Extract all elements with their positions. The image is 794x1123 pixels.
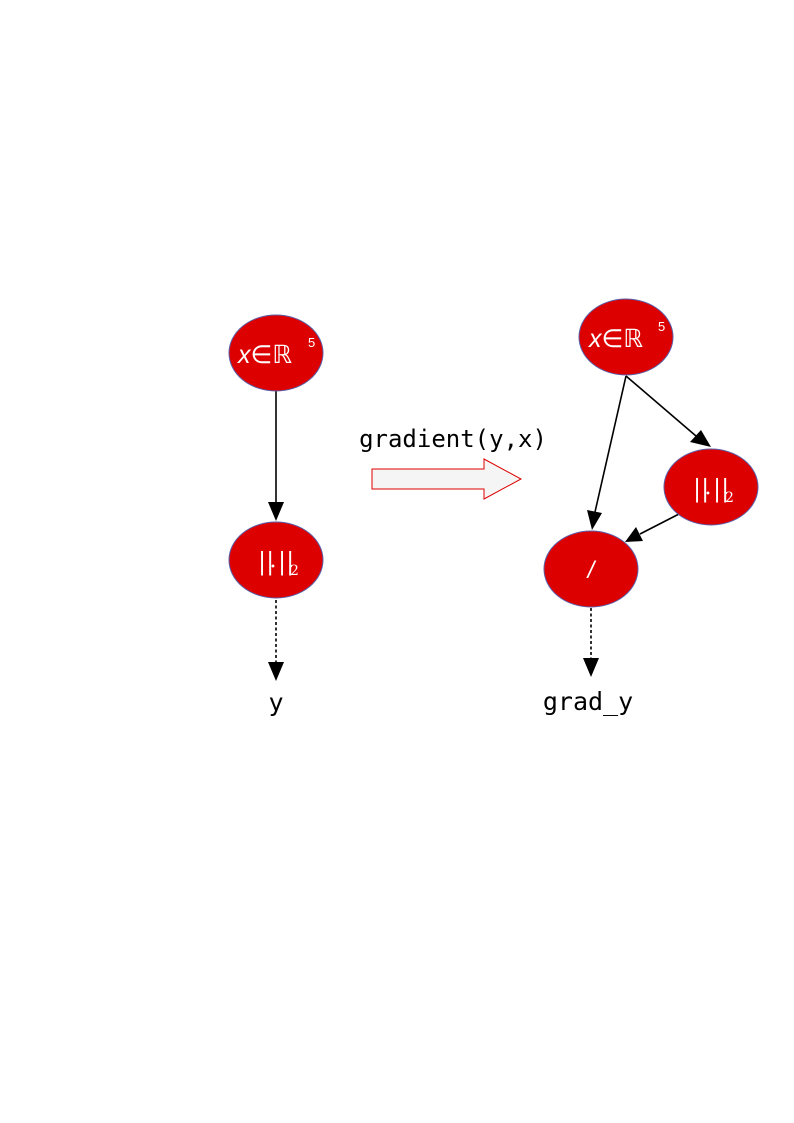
right-edge-input-to-norm: [625, 375, 697, 437]
right-arrowhead-divide-from-norm: [625, 527, 643, 542]
left-input-set: ℝ: [272, 341, 292, 369]
left-output-label: y: [268, 688, 283, 717]
left-graph: x∈ℝ 5 || • || 2 y: [228, 314, 324, 717]
left-input-exp: 5: [308, 335, 315, 350]
right-norm-node-shape: [663, 448, 759, 526]
right-edge-norm-to-divide: [639, 513, 680, 535]
right-norm-node: || • || 2: [663, 448, 759, 526]
right-input-elem: ∈: [601, 325, 623, 353]
right-input-var: x: [588, 325, 603, 353]
transform-arrow-icon: [371, 458, 523, 500]
right-input-set: ℝ: [623, 325, 643, 353]
right-norm-bars-close: ||: [713, 475, 729, 504]
left-norm-node: || • || 2: [228, 521, 324, 599]
svg-text:x∈ℝ: x∈ℝ: [237, 341, 292, 369]
right-arrowhead-norm: [690, 430, 711, 447]
right-output-label: grad_y: [543, 687, 633, 716]
left-norm-dot: •: [270, 562, 276, 573]
left-input-var: x: [237, 341, 252, 369]
left-norm-bars-open: ||: [258, 548, 274, 577]
left-norm-bars-close: ||: [278, 548, 294, 577]
right-norm-sub: 2: [725, 490, 734, 506]
right-divide-node-shape: [543, 530, 639, 608]
left-input-node: x∈ℝ 5: [228, 314, 324, 392]
left-arrowhead-norm: [268, 502, 284, 521]
left-input-node-shape: [228, 314, 324, 392]
right-arrowhead-divide-from-input: [587, 510, 602, 530]
right-input-node-shape: [578, 298, 674, 376]
right-norm-bars-open: ||: [693, 475, 709, 504]
right-input-node: x∈ℝ 5: [578, 298, 674, 376]
right-graph: x∈ℝ 5 || • || 2 / grad_y: [543, 298, 759, 716]
right-input-exp: 5: [658, 319, 665, 334]
left-norm-node-shape: [228, 521, 324, 599]
transform-label: gradient(y,x): [359, 425, 547, 453]
right-edge-input-to-divide: [594, 375, 627, 513]
right-arrowhead-output: [583, 658, 599, 677]
transform: gradient(y,x): [359, 425, 547, 500]
left-arrowhead-output: [268, 662, 284, 681]
right-norm-dot: •: [705, 489, 711, 500]
right-divide-node: /: [543, 530, 639, 608]
left-input-elem: ∈: [250, 341, 272, 369]
svg-text:x∈ℝ: x∈ℝ: [588, 325, 643, 353]
left-norm-sub: 2: [290, 563, 299, 579]
right-divide-label: /: [586, 557, 597, 584]
